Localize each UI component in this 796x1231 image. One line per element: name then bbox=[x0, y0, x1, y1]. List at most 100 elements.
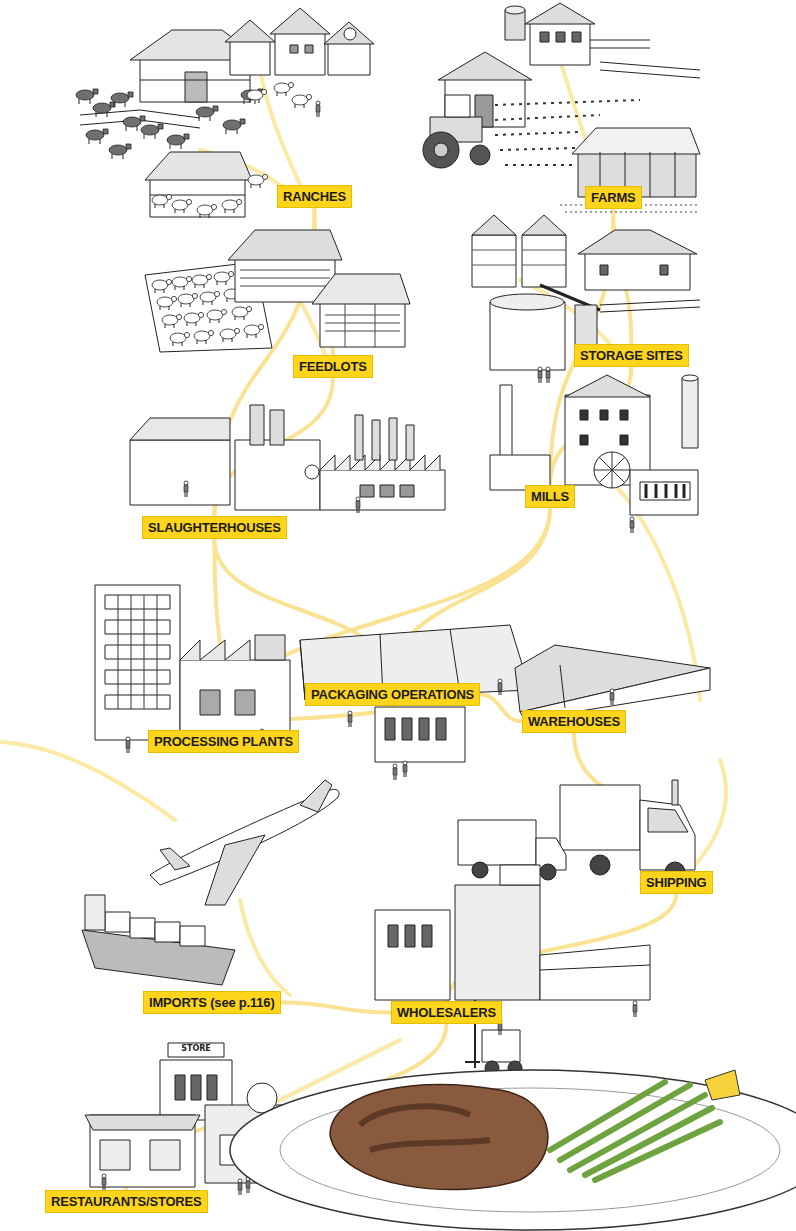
processing-illustration-part-part bbox=[118, 595, 119, 709]
ranch-illustration-part bbox=[292, 94, 312, 108]
processing-illustration-part bbox=[95, 585, 180, 740]
slaughterhouse-illustration-part bbox=[380, 485, 394, 497]
plane-illustration bbox=[150, 780, 339, 905]
ship-illustration-part bbox=[105, 912, 130, 932]
feedlot-illustration-part bbox=[194, 330, 214, 344]
ranch-illustration-part bbox=[141, 124, 163, 139]
ranch-illustration-part bbox=[145, 152, 252, 180]
farm-illustration-part-part bbox=[565, 212, 700, 213]
feedlot-illustration-part-part bbox=[325, 331, 400, 332]
stage-label-text: WAREHOUSES bbox=[528, 714, 620, 729]
wholesaler-illustration-part bbox=[422, 925, 432, 947]
ranch-illustration-part bbox=[324, 22, 374, 44]
wholesaler-illustration-part bbox=[405, 925, 415, 947]
mill-illustration-part bbox=[565, 375, 650, 397]
packaging-illustration-part bbox=[402, 718, 412, 740]
mill-illustration-part bbox=[594, 452, 630, 488]
feedlot-illustration bbox=[145, 230, 410, 352]
wholesaler-illustration-part bbox=[633, 1001, 637, 1017]
feedlot-illustration-part bbox=[220, 328, 240, 342]
ranch-illustration-part bbox=[150, 177, 245, 217]
stage-label-box: PACKAGING OPERATIONS bbox=[305, 683, 480, 706]
ranch-illustration-part bbox=[197, 204, 217, 218]
processing-illustration-part-part bbox=[105, 620, 170, 634]
packaging-illustration-part bbox=[403, 761, 407, 777]
mill-illustration-part-part bbox=[645, 484, 648, 498]
farm-illustration-part bbox=[505, 6, 525, 14]
mill-illustration-part-part bbox=[665, 484, 668, 498]
storage-illustration-part bbox=[522, 215, 566, 235]
storage-illustration-part-part bbox=[472, 250, 516, 251]
mill-illustration-part bbox=[620, 435, 628, 445]
processing-illustration-part-part bbox=[157, 595, 158, 709]
storage-illustration-part bbox=[538, 367, 542, 383]
plate-illustration-part-part bbox=[550, 1082, 665, 1150]
wholesaler-illustration-part bbox=[540, 945, 650, 1000]
plate-illustration-part bbox=[370, 1140, 490, 1150]
stage-label-text: FARMS bbox=[591, 190, 636, 205]
slaughterhouse-illustration-part bbox=[400, 485, 414, 497]
slaughterhouse-illustration-part bbox=[406, 425, 414, 460]
wholesaler-illustration-part bbox=[500, 865, 540, 885]
packaging-illustration-part bbox=[498, 679, 502, 695]
flow-connector bbox=[281, 1003, 391, 1013]
ranch-illustration-part bbox=[328, 42, 370, 75]
mill-illustration-part bbox=[630, 517, 634, 533]
ranch-illustration-part bbox=[270, 8, 330, 34]
feedlot-illustration-part-part bbox=[240, 286, 330, 287]
flow-lines bbox=[0, 60, 726, 1120]
mill-illustration-part bbox=[682, 378, 698, 448]
mill-illustration-part bbox=[620, 410, 628, 420]
feedlot-illustration-part bbox=[172, 276, 192, 290]
storage-illustration-part-part bbox=[472, 265, 516, 266]
packaging-illustration-part bbox=[436, 718, 446, 740]
ship-illustration bbox=[82, 895, 235, 985]
ranch-illustration-part bbox=[140, 80, 250, 81]
mill-illustration-part bbox=[500, 385, 512, 463]
truck-illustration-part bbox=[640, 800, 695, 870]
ranch-illustration-part bbox=[93, 102, 115, 117]
stage-label-box: FARMS bbox=[585, 186, 642, 209]
wholesaler-illustration-part bbox=[388, 925, 398, 947]
mill-illustration-part bbox=[594, 452, 630, 488]
stage-label-text: SHIPPING bbox=[646, 875, 707, 890]
slaughterhouse-illustration-part bbox=[355, 415, 363, 460]
ship-illustration-part bbox=[180, 926, 205, 946]
processing-illustration-part-part bbox=[131, 595, 132, 709]
mill-illustration-part bbox=[580, 410, 588, 420]
stage-label-box: FEEDLOTS bbox=[293, 355, 373, 378]
farm-illustration-part bbox=[434, 143, 448, 157]
processing-illustration-part-part bbox=[144, 595, 145, 709]
plate-illustration-part bbox=[360, 1106, 470, 1125]
stage-label-text: MILLS bbox=[531, 489, 569, 504]
packaging-illustration-part bbox=[419, 718, 429, 740]
ranch-illustration-part bbox=[76, 89, 98, 104]
stage-label-box: RANCHES bbox=[277, 185, 352, 208]
storage-illustration-part bbox=[490, 302, 565, 370]
ranch-illustration-part bbox=[316, 101, 320, 117]
feedlot-illustration-part bbox=[320, 302, 405, 347]
plate-illustration-part bbox=[550, 1082, 720, 1180]
farm-illustration-part-part bbox=[495, 115, 600, 120]
storage-illustration-part bbox=[522, 235, 566, 287]
ranch-illustration-part bbox=[167, 134, 189, 149]
mill-illustration-part bbox=[640, 482, 690, 500]
wholesaler-illustration-part bbox=[540, 965, 650, 970]
truck-illustration-part bbox=[672, 780, 678, 805]
truck-illustration bbox=[458, 780, 695, 882]
farm-illustration-part bbox=[556, 32, 565, 42]
slaughterhouse-illustration-part bbox=[360, 485, 374, 497]
farm-illustration-part bbox=[590, 48, 650, 49]
store-illustration-part bbox=[100, 1140, 130, 1170]
stage-label-text: STORAGE SITES bbox=[580, 348, 683, 363]
packaging-illustration bbox=[300, 625, 530, 780]
farm-illustration-part bbox=[572, 128, 700, 154]
wholesaler-illustration bbox=[375, 865, 650, 1075]
flow-connector bbox=[480, 695, 522, 722]
farm-illustration-part bbox=[438, 52, 532, 80]
farm-illustration-part bbox=[445, 95, 470, 117]
plate-illustration-part-part bbox=[595, 1122, 720, 1180]
stage-label-text: RANCHES bbox=[283, 189, 346, 204]
farm-illustration-part bbox=[530, 22, 590, 65]
stage-label-box: WHOLESALERS bbox=[391, 1001, 502, 1024]
